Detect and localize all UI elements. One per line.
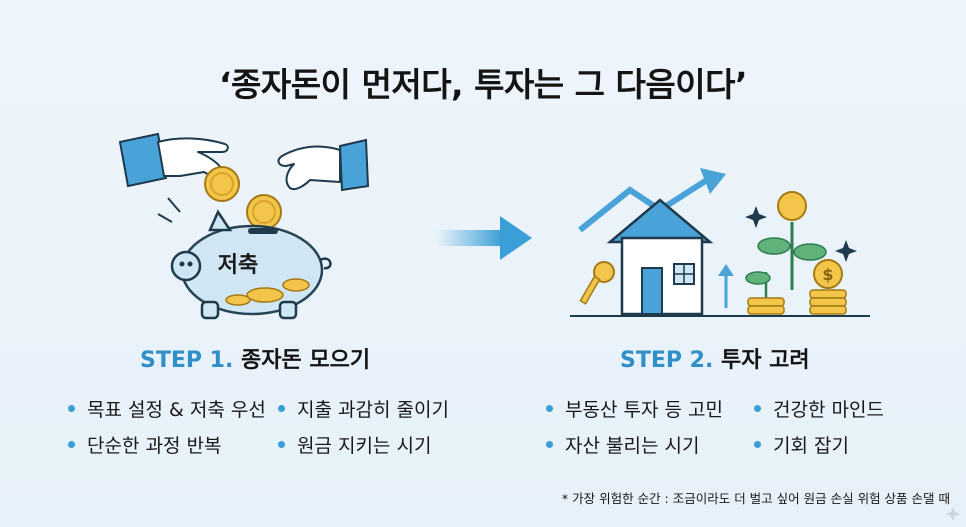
list-item: 기회 잡기 xyxy=(754,431,849,458)
step1-number: STEP 1. xyxy=(140,348,234,373)
bullet-dot-icon xyxy=(68,405,75,412)
list-item: 부동산 투자 등 고민 xyxy=(546,395,723,422)
house-icon xyxy=(606,198,714,316)
footnote: * 가장 위험한 순간 : 조금이라도 더 벌고 싶어 원금 손실 위험 상품 … xyxy=(561,491,950,506)
step2-number: STEP 2. xyxy=(620,348,714,373)
plant-icon xyxy=(745,191,827,298)
key-icon xyxy=(579,261,615,305)
coin-icon xyxy=(204,166,240,202)
coin-stack-icon: $ xyxy=(747,259,847,315)
step1-heading: STEP 1. 종자돈 모으기 xyxy=(140,342,370,374)
list-item: 건강한 마인드 xyxy=(754,395,884,422)
list-item: 원금 지키는 시기 xyxy=(278,431,431,458)
investment-illustration: $ xyxy=(570,168,870,317)
page-title: ‘종자돈이 먼저다, 투자는 그 다음이다’ xyxy=(219,65,747,104)
svg-text:$: $ xyxy=(822,265,833,284)
piggy-bank-illustration: 저축 xyxy=(118,132,370,320)
right-arrow-icon xyxy=(436,216,532,260)
bullet-dot-icon xyxy=(754,405,761,412)
bullet-dot-icon xyxy=(278,441,285,448)
list-item: 자산 불리는 시기 xyxy=(546,431,699,458)
step2-heading: STEP 2. 투자 고려 xyxy=(620,342,810,374)
step1-title: 종자돈 모으기 xyxy=(241,348,371,373)
bullet-dot-icon xyxy=(546,441,553,448)
list-item: 목표 설정 & 저축 우선 xyxy=(68,395,266,422)
sparkle-icon xyxy=(946,507,960,521)
list-item: 단순한 과정 반복 xyxy=(68,431,221,458)
bullet-dot-icon xyxy=(278,405,285,412)
sparkle-icon xyxy=(745,206,767,228)
piggy-bank-icon xyxy=(170,209,332,320)
piggy-label: 저축 xyxy=(218,253,258,278)
trend-arrow-icon xyxy=(700,168,726,194)
step2-title: 투자 고려 xyxy=(721,348,810,373)
bullet-dot-icon xyxy=(546,405,553,412)
bullet-dot-icon xyxy=(754,441,761,448)
sparkle-icon xyxy=(835,240,857,262)
bullet-dot-icon xyxy=(68,441,75,448)
list-item: 지출 과감히 줄이기 xyxy=(278,395,449,422)
right-hand-icon xyxy=(277,138,370,192)
